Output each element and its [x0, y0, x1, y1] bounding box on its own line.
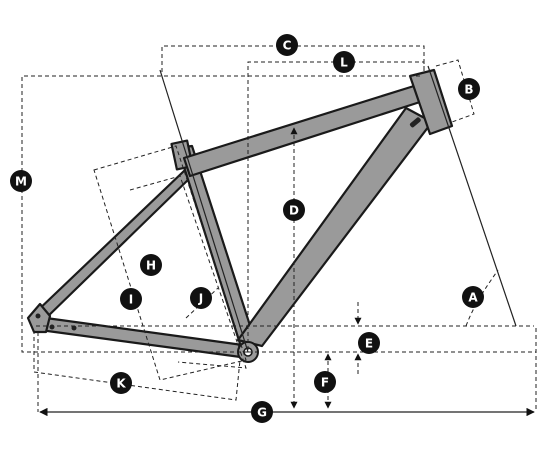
label-badge-F: F: [314, 371, 336, 393]
dim-M-line: [21, 75, 420, 353]
chainstay-bolt: [71, 325, 77, 331]
label-badge-B: B: [458, 78, 480, 100]
svg-text:I: I: [129, 293, 133, 307]
svg-text:E: E: [365, 337, 373, 351]
label-badge-M: M: [10, 170, 32, 192]
chainstay-bolt: [49, 324, 55, 330]
svg-text:F: F: [321, 376, 329, 390]
cable-port: [409, 117, 421, 128]
label-badge-A: A: [462, 286, 484, 308]
label-badge-L: L: [333, 51, 355, 73]
svg-text:L: L: [340, 56, 348, 70]
label-badge-D: D: [283, 199, 305, 221]
dim-H-box: [93, 145, 247, 381]
chain-stay: [32, 312, 252, 360]
svg-text:C: C: [283, 39, 292, 53]
label-badge-I: I: [120, 288, 142, 310]
label-badge-C: C: [276, 34, 298, 56]
label-badge-J: J: [190, 287, 212, 309]
svg-text:M: M: [15, 175, 27, 189]
bike-frame: [26, 68, 454, 363]
svg-text:D: D: [289, 204, 299, 218]
head-tube: [408, 68, 454, 136]
seat-tube-axis: [159, 69, 249, 353]
seatstay-bolt: [35, 313, 41, 319]
label-badge-E: E: [358, 332, 380, 354]
dim-L-line: [247, 61, 425, 350]
label-badge-K: K: [110, 372, 132, 394]
svg-text:J: J: [198, 292, 203, 306]
label-badge-H: H: [140, 254, 162, 276]
dim-K-line: [33, 330, 241, 401]
svg-text:G: G: [257, 406, 267, 420]
svg-text:K: K: [116, 377, 126, 391]
label-badge-G: G: [251, 401, 273, 423]
seat-stay: [32, 168, 194, 324]
steering-axis: [427, 65, 517, 327]
svg-text:B: B: [464, 83, 473, 97]
svg-text:A: A: [468, 291, 478, 305]
geometry-lines: [21, 45, 537, 417]
dim-I-line: [129, 175, 247, 369]
svg-text:H: H: [146, 259, 156, 273]
